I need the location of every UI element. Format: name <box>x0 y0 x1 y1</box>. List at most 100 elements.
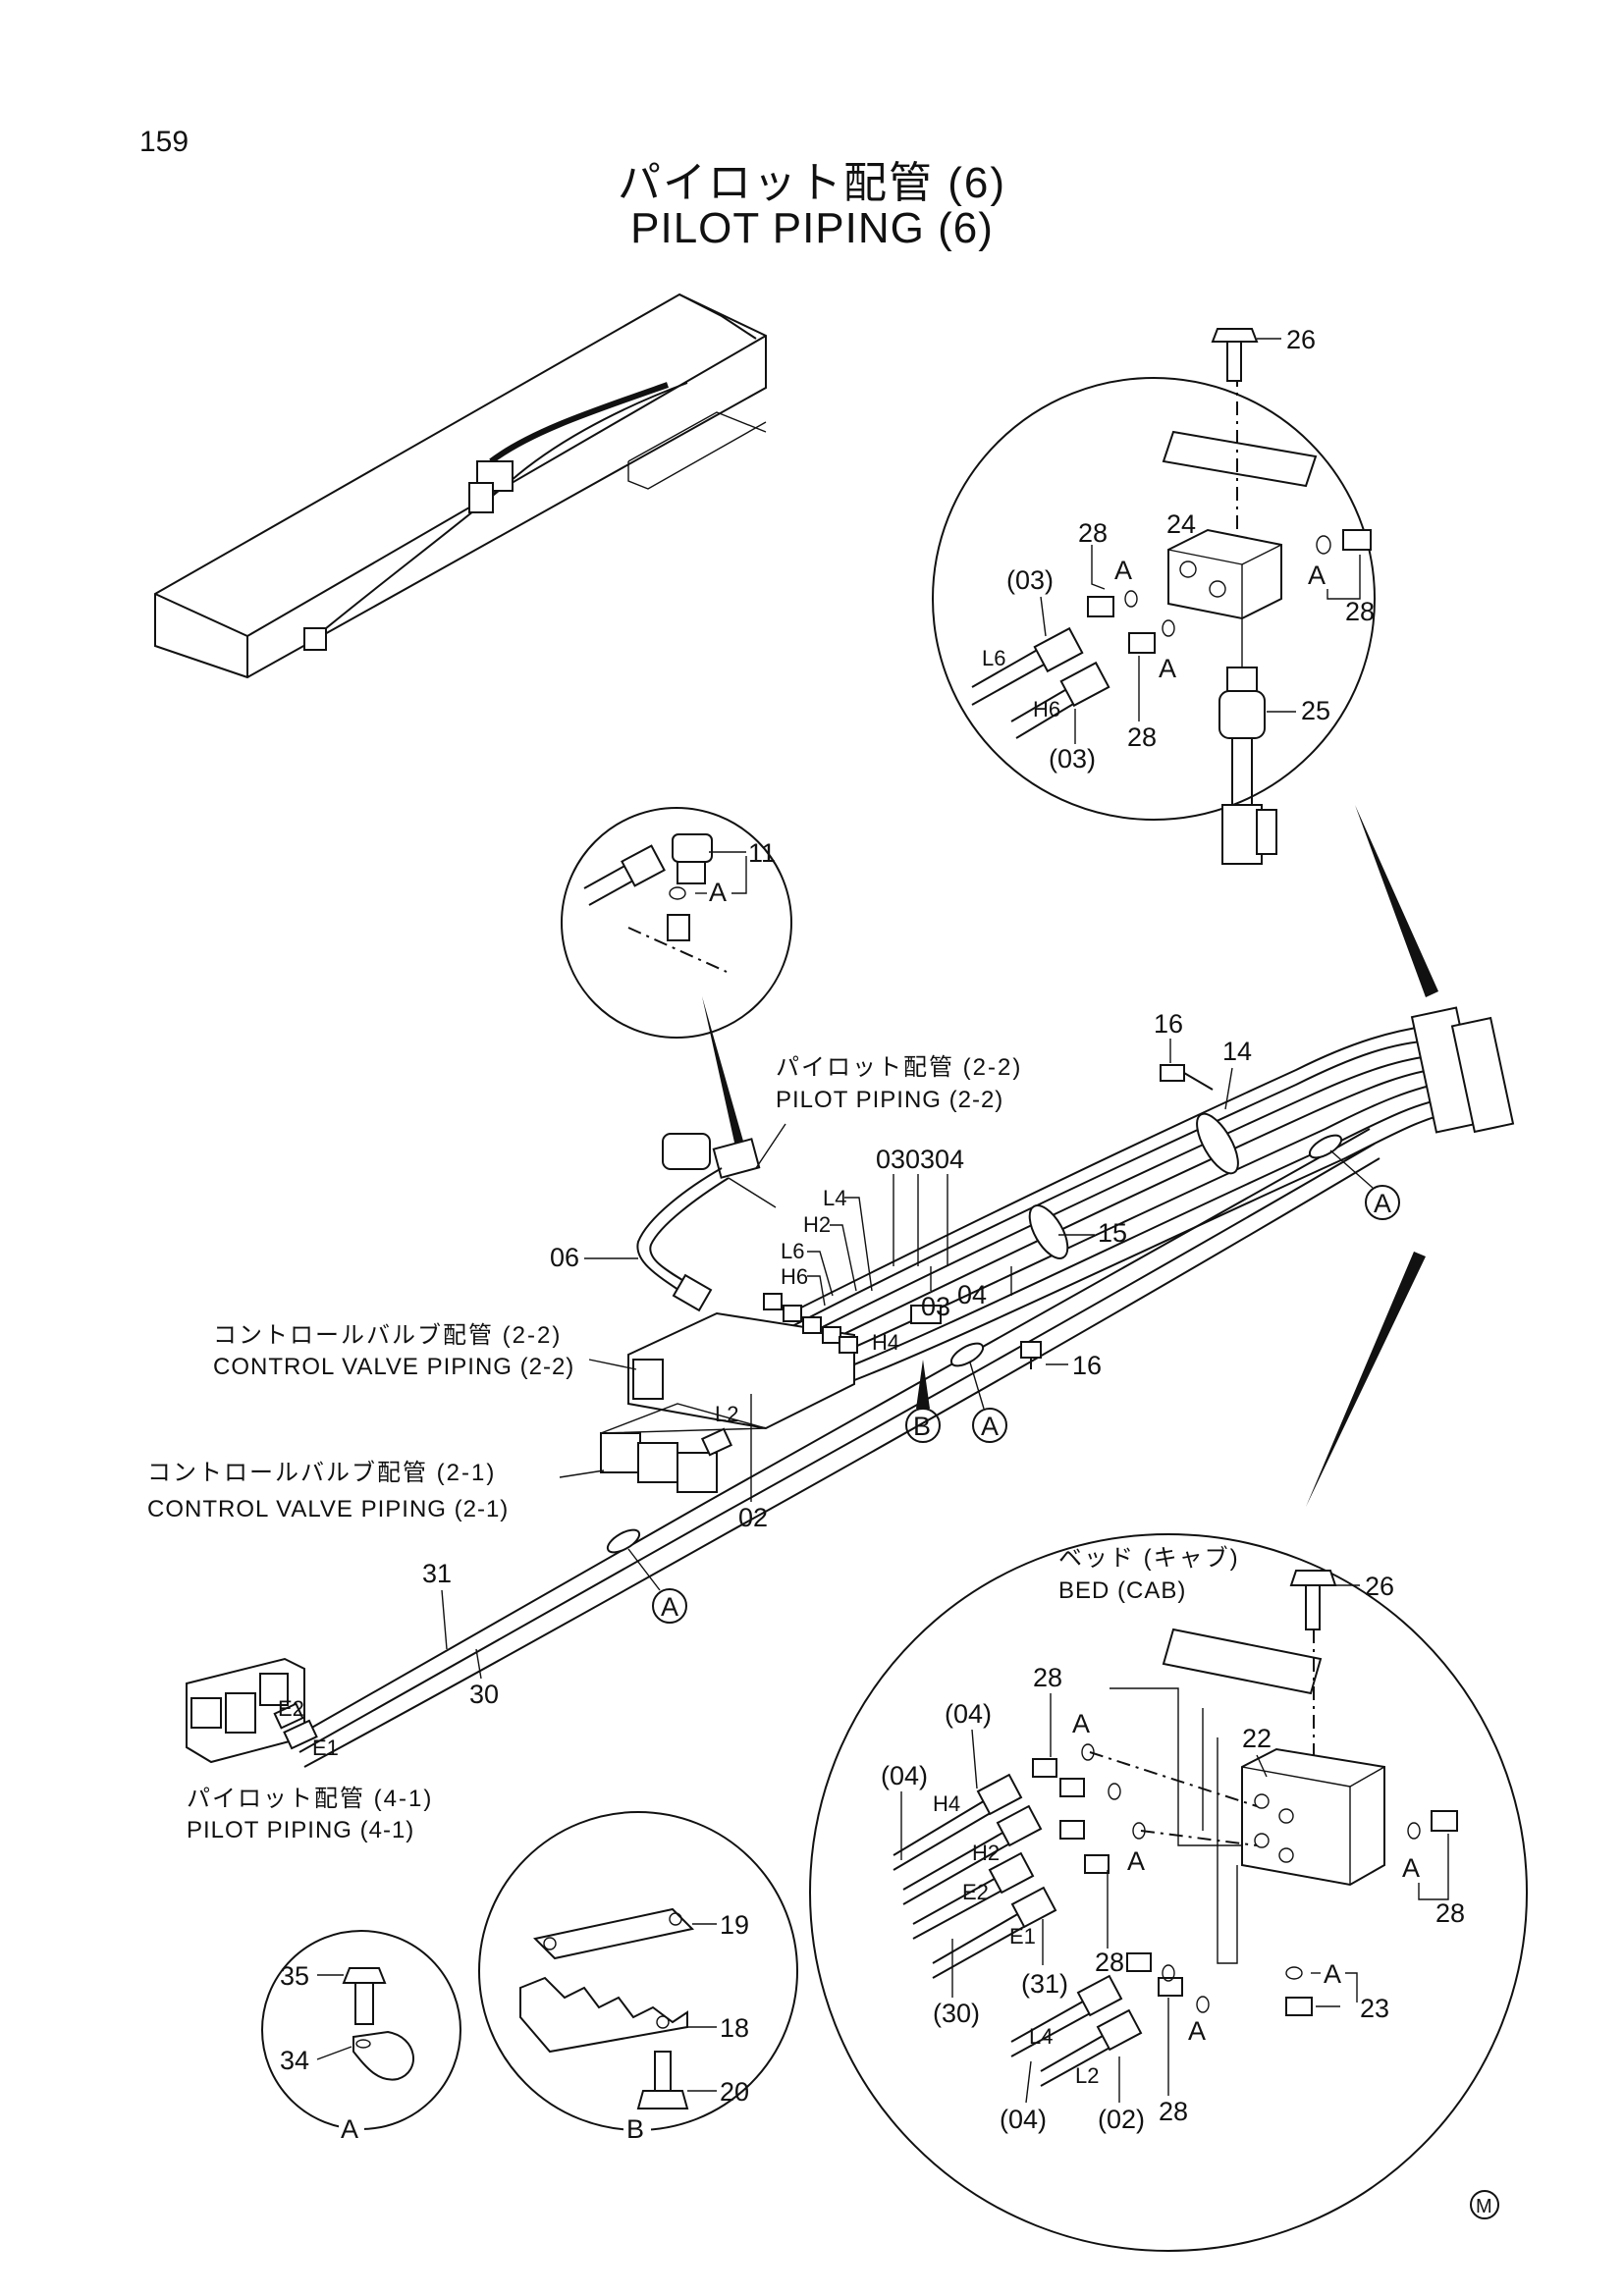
reference-bed-cab-jp: ベッド (キャブ) <box>1058 1545 1240 1572</box>
reference-control-valve-piping-2-2-jp: コントロールバルブ配管 (2-2) <box>213 1322 562 1349</box>
detail-circle-bed-cab: ベッド (キャブ) BED (CAB) 26 22 A 28 A <box>809 1252 1528 2252</box>
port-label-h2: H2 <box>803 1212 831 1237</box>
callout-28: 28 <box>1345 597 1375 626</box>
clamp-icon <box>352 2030 414 2081</box>
valve-block-icon <box>186 1657 305 1764</box>
callout-03: 03 <box>921 1292 950 1321</box>
detail-marker-a: A <box>981 1412 999 1441</box>
detail-circle-pressure-switch: 26 24 25 A 28 A <box>932 325 1438 997</box>
reference-bed-cab: BED (CAB) <box>1058 1577 1186 1604</box>
callout-04: 04 <box>935 1145 964 1174</box>
port-label-e2: E2 <box>962 1880 989 1904</box>
callout-35: 35 <box>280 1961 309 1991</box>
callout-11: 11 <box>748 838 776 868</box>
bolt-icon <box>1289 1570 1337 1630</box>
callout-28: 28 <box>1159 2097 1188 2126</box>
callout-26: 26 <box>1286 325 1316 354</box>
port-label-e2: E2 <box>278 1696 304 1721</box>
port-label-l2: L2 <box>715 1402 738 1426</box>
main-pilot-piping-assembly: 16 14 15 16 A A B A 06 <box>186 1006 1515 1768</box>
callout-02: 02 <box>738 1503 768 1532</box>
detail-marker-a: A <box>1324 1959 1341 1989</box>
detail-b-plate: 19 18 20 B <box>478 1811 798 2148</box>
callout-22: 22 <box>1242 1724 1272 1753</box>
port-label-l2: L2 <box>1075 2063 1099 2088</box>
callout-26: 26 <box>1365 1572 1394 1601</box>
port-label-e1: E1 <box>312 1735 339 1760</box>
callout-ref-03: (03) <box>1049 744 1096 774</box>
callout-19: 19 <box>720 1910 749 1940</box>
port-label-h2: H2 <box>972 1841 1000 1865</box>
page-number: 159 <box>139 126 189 158</box>
reference-control-valve-piping-2-1-jp: コントロールバルブ配管 (2-1) <box>147 1460 496 1486</box>
callout-ref-04: (04) <box>1000 2105 1047 2134</box>
detail-label-a: A <box>341 2114 358 2144</box>
callout-28: 28 <box>1127 722 1157 752</box>
bolt-icon <box>1285 1997 1313 2016</box>
port-label-l4: L4 <box>1029 2024 1053 2049</box>
clamp-icon <box>606 1112 1343 1554</box>
reference-pilot-piping-2-2: PILOT PIPING (2-2) <box>776 1087 1003 1113</box>
callout-04: 04 <box>957 1280 987 1309</box>
callout-28: 28 <box>1095 1948 1124 1977</box>
bolt-icon <box>636 2051 689 2109</box>
bolt-icon <box>1020 1064 1214 1369</box>
callout-28: 28 <box>1033 1663 1062 1692</box>
detail-label-b: B <box>626 2114 644 2144</box>
reference-control-valve-piping-2-2: CONTROL VALVE PIPING (2-2) <box>213 1354 574 1380</box>
bolt-icon <box>342 1967 387 2025</box>
fitting-icon <box>1342 529 1372 551</box>
page-title: PILOT PIPING (6) <box>630 204 994 252</box>
callout-31: 31 <box>422 1559 452 1588</box>
port-label-e1: E1 <box>1009 1924 1036 1949</box>
reference-pilot-piping-4-1-jp: パイロット配管 (4-1) <box>187 1786 433 1812</box>
m-mark: M <box>1476 2196 1492 2217</box>
detail-marker-a: A <box>1127 1846 1145 1876</box>
detail-marker-a: A <box>1114 556 1132 585</box>
port-label-h6: H6 <box>1033 697 1060 721</box>
detail-marker-a: A <box>1308 561 1326 590</box>
detail-marker-a: A <box>1188 2016 1206 2046</box>
fitting-icon <box>1431 1810 1458 1832</box>
detail-marker-b: B <box>913 1412 931 1441</box>
callout-16: 16 <box>1154 1009 1183 1039</box>
reference-pilot-piping-4-1: PILOT PIPING (4-1) <box>187 1817 414 1843</box>
page-title-japanese: パイロット配管 (6) <box>618 159 1006 207</box>
detail-marker-a: A <box>709 878 727 907</box>
detail-marker-a: A <box>1374 1189 1391 1218</box>
callout-24: 24 <box>1166 509 1196 539</box>
port-label-l6: L6 <box>982 646 1005 670</box>
port-label-h4: H4 <box>933 1791 960 1816</box>
detail-circle-elbow-fitting: 11 A <box>561 807 792 1160</box>
callout-34: 34 <box>280 2046 309 2075</box>
callout-20: 20 <box>720 2077 749 2107</box>
callout-06: 06 <box>550 1243 579 1272</box>
callout-ref-02: (02) <box>1098 2105 1145 2134</box>
callout-14: 14 <box>1222 1037 1252 1066</box>
fitting-icon <box>1128 632 1156 654</box>
pressure-switch-icon <box>1218 618 1277 865</box>
callout-15: 15 <box>1098 1218 1127 1248</box>
callout-28: 28 <box>1435 1898 1465 1928</box>
reference-pilot-piping-2-2-jp: パイロット配管 (2-2) <box>776 1054 1022 1081</box>
reference-control-valve-piping-2-1: CONTROL VALVE PIPING (2-1) <box>147 1496 509 1522</box>
callout-ref-31: (31) <box>1021 1969 1068 1999</box>
callout-ref-04: (04) <box>945 1699 992 1729</box>
callout-25: 25 <box>1301 696 1330 725</box>
valve-block-icon <box>1167 528 1282 620</box>
callout-ref-04: (04) <box>881 1761 928 1790</box>
control-valve-block <box>600 1311 855 1493</box>
detail-marker-a: A <box>1402 1853 1420 1883</box>
fitting-icon <box>1032 1758 1183 1997</box>
callout-0303: 0303 <box>876 1145 935 1174</box>
callout-18: 18 <box>720 2013 749 2043</box>
callout-30: 30 <box>469 1680 499 1709</box>
callout-ref-30: (30) <box>933 1999 980 2028</box>
callout-28: 28 <box>1078 518 1108 548</box>
bolt-icon <box>1211 328 1259 382</box>
valve-block-icon <box>1241 1747 1385 1887</box>
valve-block-icon <box>1410 1006 1515 1134</box>
detail-marker-a: A <box>661 1592 678 1622</box>
callout-ref-03: (03) <box>1006 565 1054 595</box>
fitting-icon <box>700 1293 858 1457</box>
